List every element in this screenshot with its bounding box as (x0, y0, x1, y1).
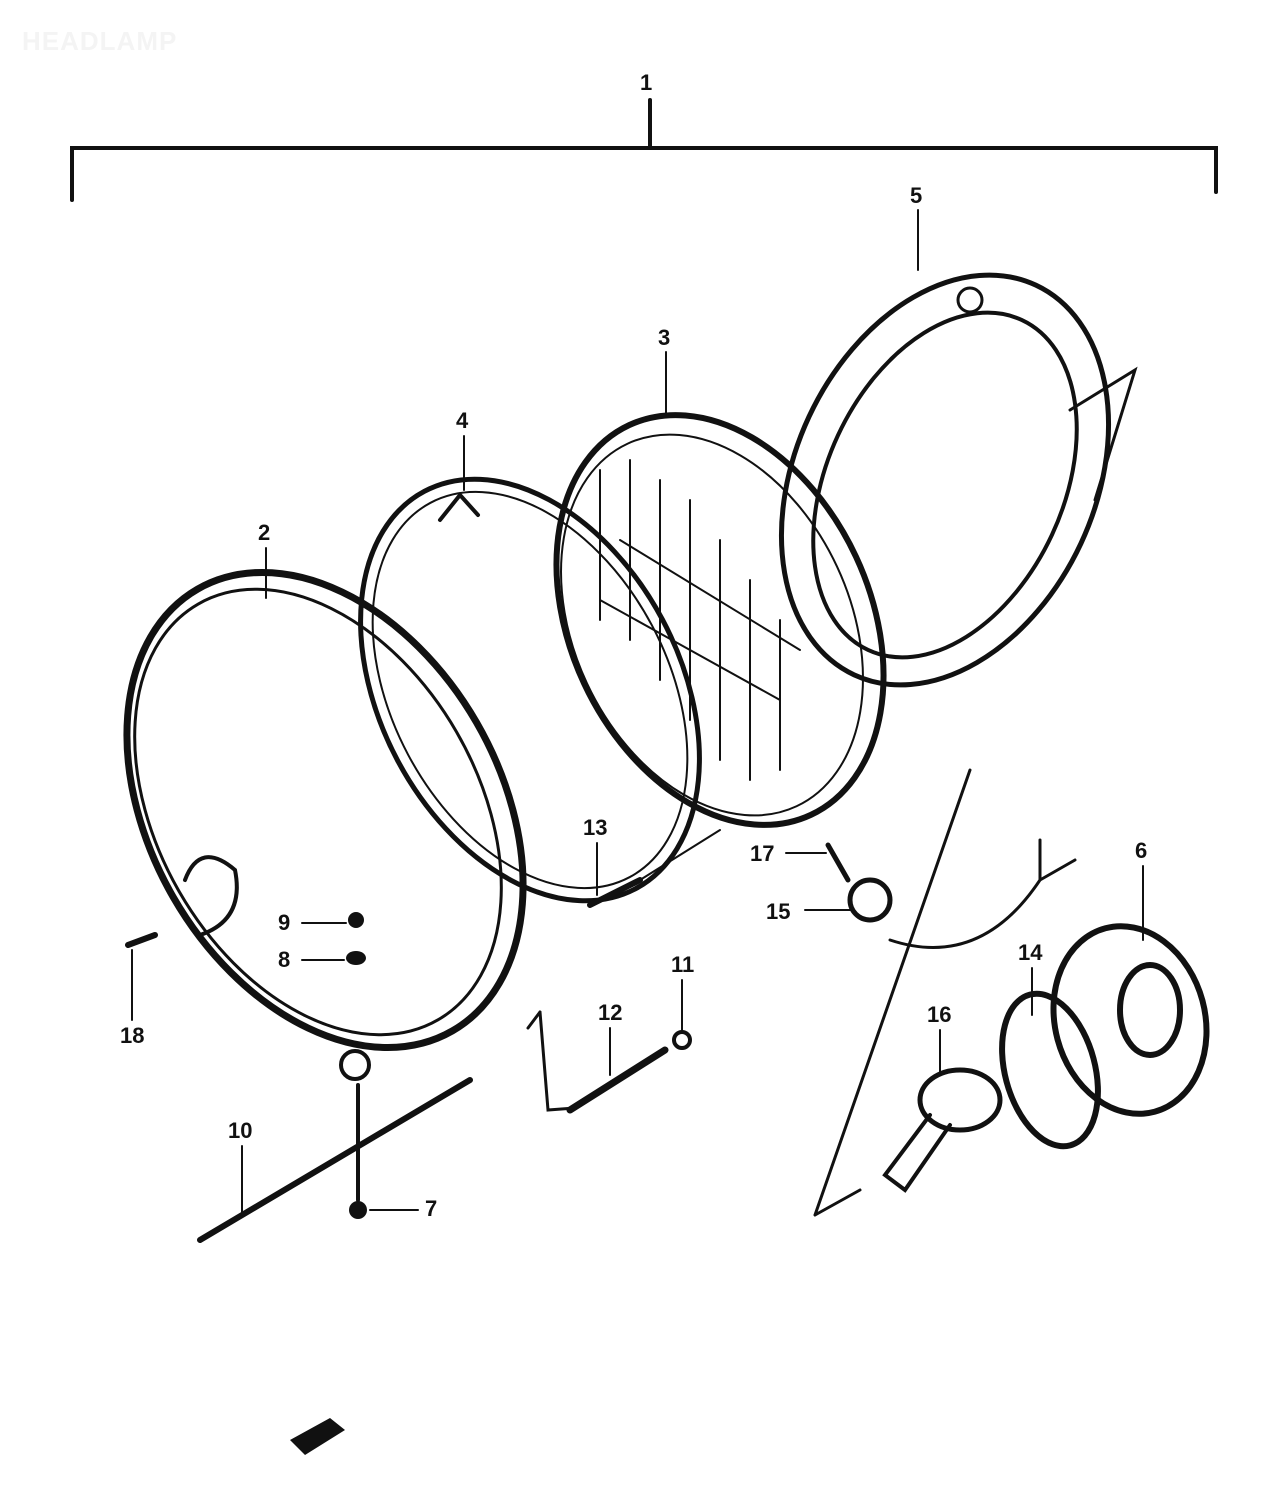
callout-5: 5 (910, 183, 922, 208)
part-6-cover-and-bulb (882, 923, 1210, 1193)
callout-3: 3 (658, 325, 670, 350)
callout-6: 6 (1135, 838, 1147, 863)
callout-8: 8 (278, 947, 290, 972)
callout-4: 4 (456, 408, 469, 433)
small-parts (125, 768, 1077, 1243)
callout-10: 10 (228, 1118, 252, 1143)
part-3-sealed-beam (553, 412, 887, 828)
assembly-bracket (70, 98, 1218, 202)
callout-18: 18 (120, 1023, 144, 1048)
direction-mark-icon (290, 1418, 345, 1455)
callout-11: 11 (671, 952, 694, 977)
callout-14: 14 (1018, 940, 1043, 965)
callout-16: 16 (927, 1002, 951, 1027)
callout-1: 1 (640, 70, 652, 95)
callout-2: 2 (258, 520, 270, 545)
callout-7: 7 (425, 1196, 437, 1221)
callout-15: 15 (766, 899, 790, 924)
part-2-rim (123, 568, 527, 1081)
part-5-housing (778, 272, 1138, 688)
callouts: 2 3 4 5 6 7 8 9 10 11 12 13 14 (120, 183, 1147, 1221)
part-4-retaining-ring (358, 476, 702, 904)
callout-13: 13 (583, 815, 607, 840)
diagram-title: HEADLAMP (22, 26, 178, 56)
callout-9: 9 (278, 910, 290, 935)
callout-12: 12 (598, 1000, 622, 1025)
callout-17: 17 (750, 841, 774, 866)
